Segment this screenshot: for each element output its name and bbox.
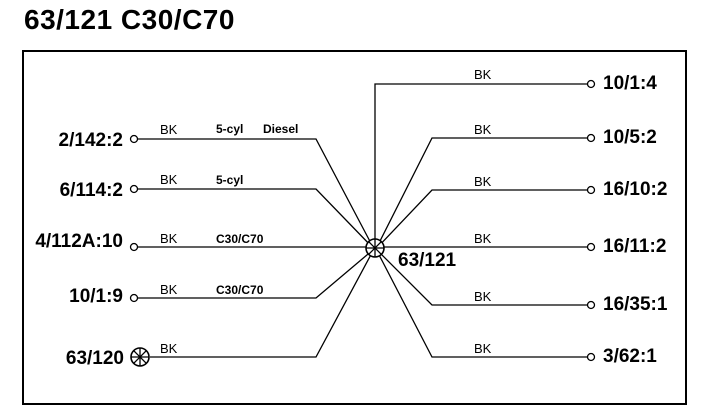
terminal-right-3-label: 16/10:2 <box>603 179 667 200</box>
terminal-right-1-label: 10/1:4 <box>603 73 657 94</box>
diagram-frame <box>22 50 687 405</box>
terminal-left-5-label: 63/120 <box>66 348 124 369</box>
terminal-right-4 <box>586 242 596 252</box>
terminal-right-2-label: 10/5:2 <box>603 127 657 148</box>
terminal-right-2 <box>586 133 596 143</box>
wire-right-6 <box>375 248 587 358</box>
wire-left-4 <box>138 248 375 299</box>
terminal-left-2 <box>129 184 139 194</box>
splice-point-symbol <box>365 238 385 258</box>
wire-left-5 <box>150 248 375 358</box>
terminal-right-1 <box>586 79 596 89</box>
terminal-left-4-label: 10/1:9 <box>69 286 123 307</box>
terminal-right-6 <box>586 352 596 362</box>
terminal-left-1-label: 2/142:2 <box>59 130 123 151</box>
terminal-right-6-label: 3/62:1 <box>603 346 657 367</box>
terminal-right-5 <box>586 300 596 310</box>
terminal-left-3-label: 4/112A:10 <box>35 231 123 252</box>
wire-left-1-color: BK <box>160 122 178 137</box>
wire-right-4-color: BK <box>474 231 492 246</box>
wire-left-2 <box>138 188 375 250</box>
wire-right-1-color: BK <box>474 67 492 82</box>
wire-left-1 <box>138 138 375 250</box>
terminal-right-3 <box>586 185 596 195</box>
terminal-left-1 <box>129 134 139 144</box>
wire-right-3-color: BK <box>474 174 492 189</box>
splice-point-label: 63/121 <box>398 250 457 271</box>
wire-left-1-note1: 5-cyl <box>216 122 243 136</box>
terminal-left-2-label: 6/114:2 <box>60 180 123 201</box>
wire-left-4-color: BK <box>160 282 178 297</box>
terminal-left-4 <box>129 293 139 303</box>
wire-right-2-color: BK <box>474 122 492 137</box>
wire-left-2-note1: 5-cyl <box>216 173 243 187</box>
page-title: 63/121 C30/C70 <box>24 4 235 35</box>
wire-right-1 <box>374 83 587 240</box>
wire-right-3 <box>375 189 587 250</box>
wire-left-2-color: BK <box>160 172 178 187</box>
wire-left-5-color: BK <box>160 341 178 356</box>
wire-right-6-color: BK <box>474 341 492 356</box>
wire-left-3-note1: C30/C70 <box>216 232 264 246</box>
wire-left-3-color: BK <box>160 231 178 246</box>
ground-symbol-left <box>130 347 150 367</box>
terminal-left-3 <box>129 242 139 252</box>
wire-left-4-note1: C30/C70 <box>216 283 264 297</box>
wire-right-5-color: BK <box>474 289 492 304</box>
wire-right-5 <box>375 248 587 306</box>
terminal-right-4-label: 16/11:2 <box>603 236 666 257</box>
wire-left-1-note2: Diesel <box>263 122 298 136</box>
wire-right-2 <box>375 137 587 250</box>
terminal-right-5-label: 16/35:1 <box>603 294 668 315</box>
